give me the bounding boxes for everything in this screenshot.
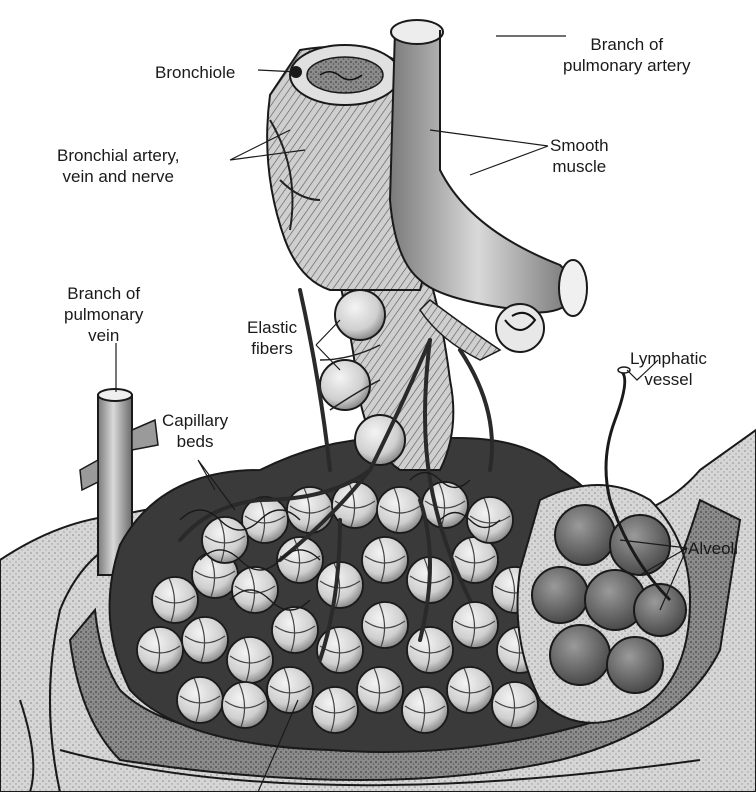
label-smooth-muscle: Smooth muscle: [550, 135, 609, 177]
label-capillary-beds: Capillary beds: [162, 410, 228, 452]
label-alveoli: Alveoli: [688, 538, 738, 559]
label-lymphatic-vessel: Lymphatic vessel: [630, 348, 707, 390]
label-branch-pulmonary-vein: Branch of pulmonary vein: [64, 283, 143, 346]
label-bronchiole: Bronchiole: [155, 62, 235, 83]
alveoli-lobule: [518, 485, 691, 723]
label-bronchial-artery: Bronchial artery, vein and nerve: [57, 145, 180, 187]
label-branch-pulmonary-artery: Branch of pulmonary artery: [563, 34, 691, 76]
label-elastic-fibers: Elastic fibers: [247, 317, 297, 359]
